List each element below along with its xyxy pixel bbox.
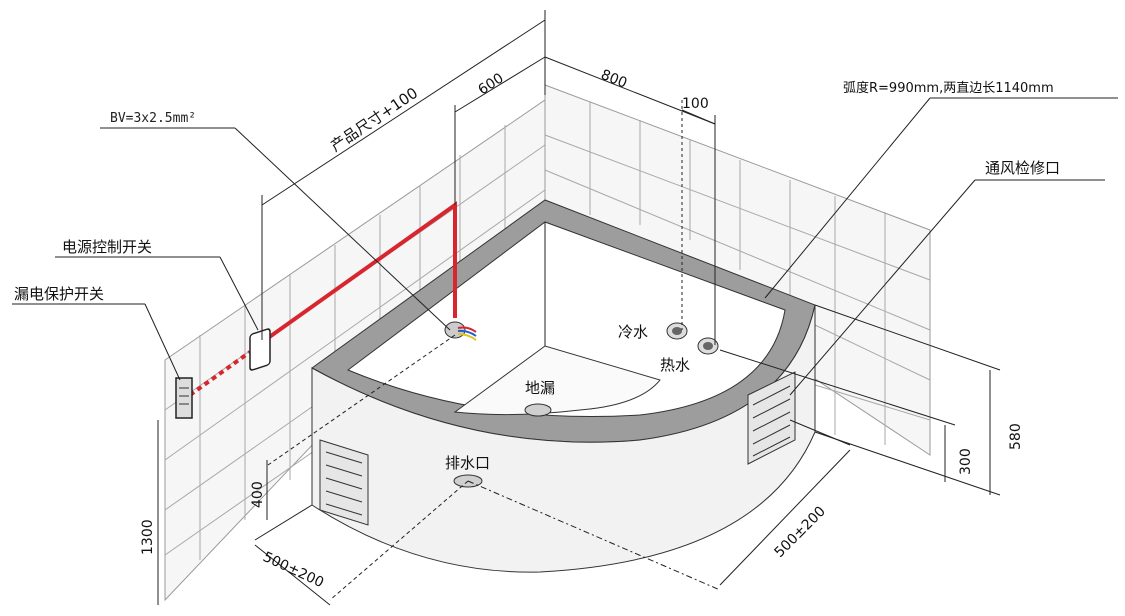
- hot-water-label: 热水: [660, 356, 690, 374]
- wire-outlet-icon: [444, 321, 477, 341]
- dim-800: 800: [599, 67, 630, 92]
- dim-600: 600: [475, 70, 506, 98]
- dim-1300: 1300: [140, 519, 156, 555]
- product-size-label: 产品尺寸+100: [327, 84, 421, 156]
- dim-500-right: 500±200: [772, 503, 829, 560]
- cold-water-label: 冷水: [618, 323, 648, 341]
- dim-580: 580: [1008, 423, 1024, 450]
- arc-note-label: 弧度R=990mm,两直边长1140mm: [843, 80, 1054, 96]
- leakage-protection-switch: [175, 377, 193, 419]
- bathtub: [311, 199, 816, 573]
- cold-water-pipe: [666, 322, 688, 340]
- vent-right: [747, 371, 796, 465]
- power-switch-label: 电源控制开关: [62, 238, 152, 256]
- right-wall-tiles: [544, 84, 931, 456]
- dim-500-left: 500±200: [260, 549, 326, 591]
- dim-400: 400: [250, 481, 266, 508]
- dimension-lines: [12, 10, 1118, 606]
- hot-water-pipe: [697, 337, 719, 355]
- floor-drain-marker: [524, 403, 552, 417]
- floor-drain-label: 地漏: [525, 379, 555, 397]
- vent-label: 通风检修口: [985, 159, 1060, 177]
- power-control-switch: [249, 328, 271, 371]
- dim-300: 300: [958, 448, 974, 475]
- drain-outlet-label: 排水口: [445, 454, 490, 472]
- leakage-switch-label: 漏电保护开关: [14, 285, 104, 303]
- cable-spec-label: BV=3x2.5mm²: [110, 111, 196, 126]
- vent-left: [319, 439, 369, 526]
- dim-100: 100: [682, 96, 709, 112]
